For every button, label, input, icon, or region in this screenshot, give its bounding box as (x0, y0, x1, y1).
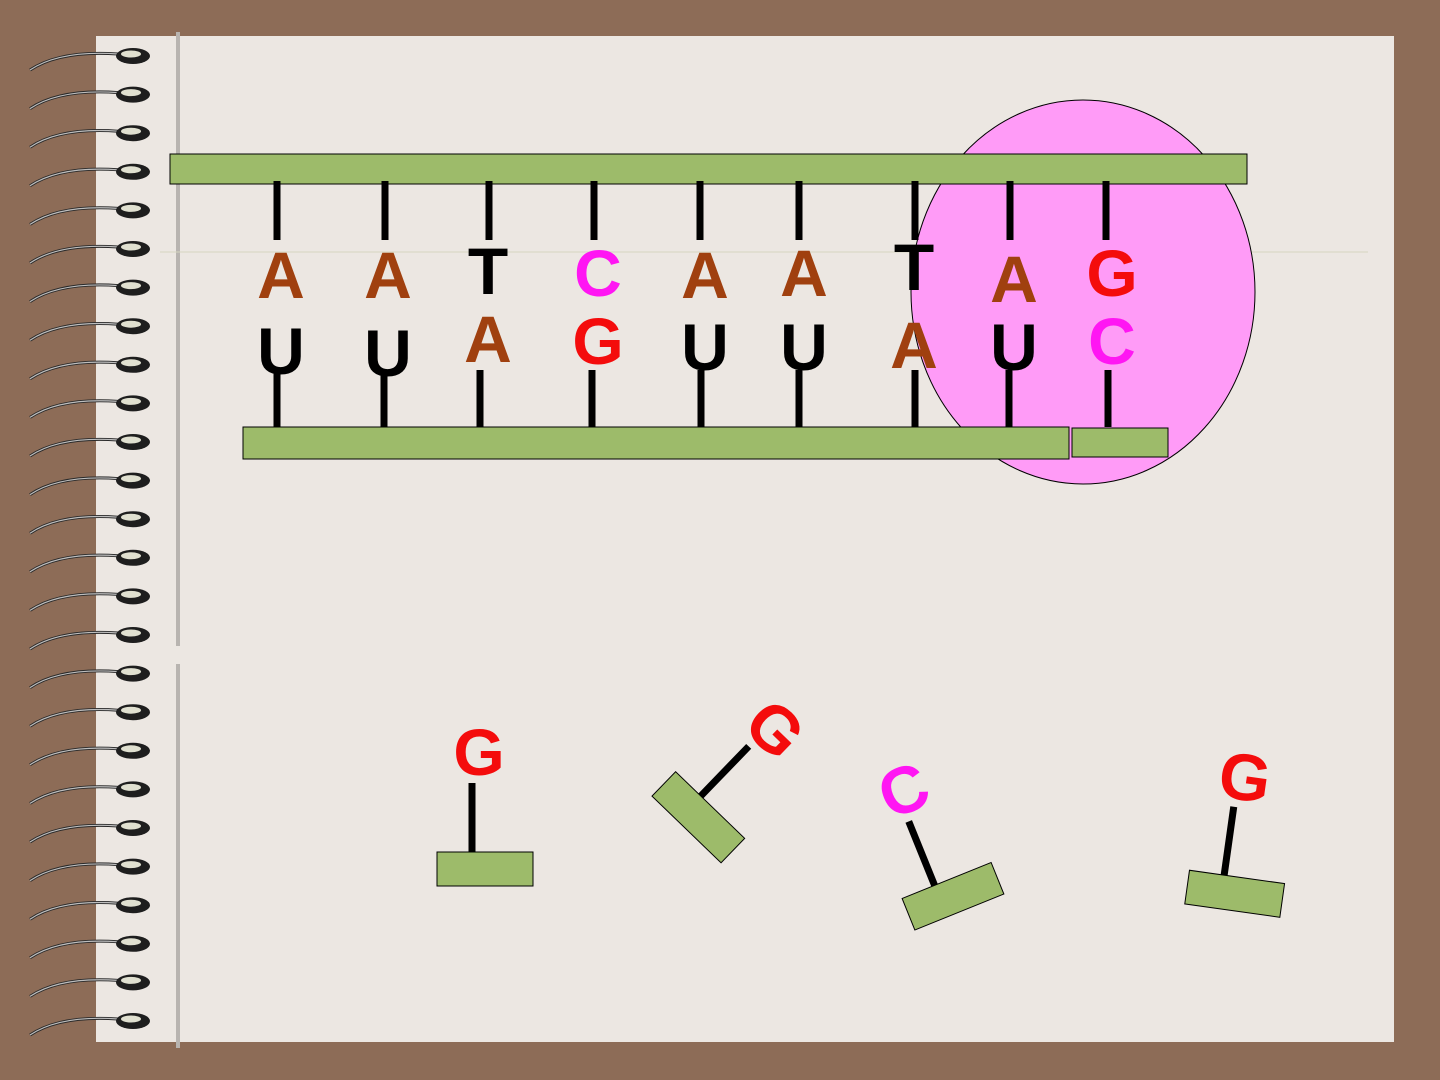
nucleotide-base: G (453, 715, 504, 789)
nucleotide-bond (698, 743, 752, 799)
template-base: C (574, 236, 622, 310)
spiral-ring (29, 665, 150, 689)
spiral-ring (29, 627, 150, 651)
rna-base: U (257, 314, 305, 388)
spiral-ring (29, 202, 150, 226)
rna-base: U (780, 310, 828, 384)
spiral-ring (29, 241, 150, 265)
template-base: A (780, 236, 828, 310)
template-base: A (681, 238, 729, 312)
nucleotide-sugar (901, 861, 1005, 931)
nucleotide-sugar (651, 770, 746, 864)
spiral-ring (29, 356, 150, 381)
template-base: A (257, 238, 305, 312)
rna-new-segment (1071, 427, 1169, 458)
nucleotide-sugar (1184, 869, 1286, 918)
rna-base: G (572, 304, 623, 378)
nucleotide-base: C (868, 747, 940, 833)
spiral-ring (29, 781, 150, 805)
nucleotide-bond (1220, 806, 1238, 876)
binding-margin-line (176, 32, 180, 1048)
nucleotide-base: G (1214, 737, 1275, 817)
nucleotide-base: G (731, 684, 819, 773)
template-base: G (1086, 236, 1137, 310)
rna-polymerase-highlight (910, 99, 1256, 485)
spiral-ring (29, 820, 150, 844)
rna-base: C (1088, 304, 1136, 378)
rna-base: U (990, 310, 1038, 384)
nucleotide-bond (905, 820, 938, 887)
rna-base: A (890, 308, 938, 382)
rna-base: U (681, 310, 729, 384)
free-nucleotide: C (868, 747, 1005, 931)
spiral-ring (29, 897, 150, 921)
spiral-ring (29, 395, 150, 419)
spiral-ring (29, 974, 150, 998)
spiral-binding (29, 48, 150, 1037)
spiral-ring (29, 742, 150, 767)
binding-line-gap (170, 646, 186, 664)
spiral-ring (29, 935, 150, 960)
rna-strand-backbone (242, 426, 1070, 460)
spiral-ring (29, 858, 150, 882)
free-nucleotide: G (651, 684, 819, 864)
template-base: A (990, 242, 1038, 316)
spiral-ring (29, 86, 150, 110)
spiral-ring (29, 704, 150, 728)
spiral-ring (29, 511, 150, 535)
free-nucleotide: G (1184, 737, 1286, 918)
dna-template-backbone (169, 153, 1248, 185)
spiral-ring (29, 48, 150, 72)
template-base: T (468, 234, 508, 308)
spiral-ring (29, 472, 150, 496)
spiral-ring (29, 125, 150, 149)
template-base: T (894, 230, 934, 304)
spiral-ring (29, 1013, 150, 1037)
nucleotide-sugar (436, 851, 534, 887)
spiral-ring (29, 318, 150, 342)
spiral-ring (29, 279, 150, 303)
spiral-ring (29, 588, 150, 612)
template-base: A (364, 238, 412, 312)
rna-base: U (364, 316, 412, 390)
spiral-ring (29, 434, 150, 458)
rna-base: A (464, 302, 512, 376)
free-nucleotide: G (436, 715, 534, 887)
spiral-ring (29, 549, 150, 574)
spiral-ring (29, 163, 150, 188)
